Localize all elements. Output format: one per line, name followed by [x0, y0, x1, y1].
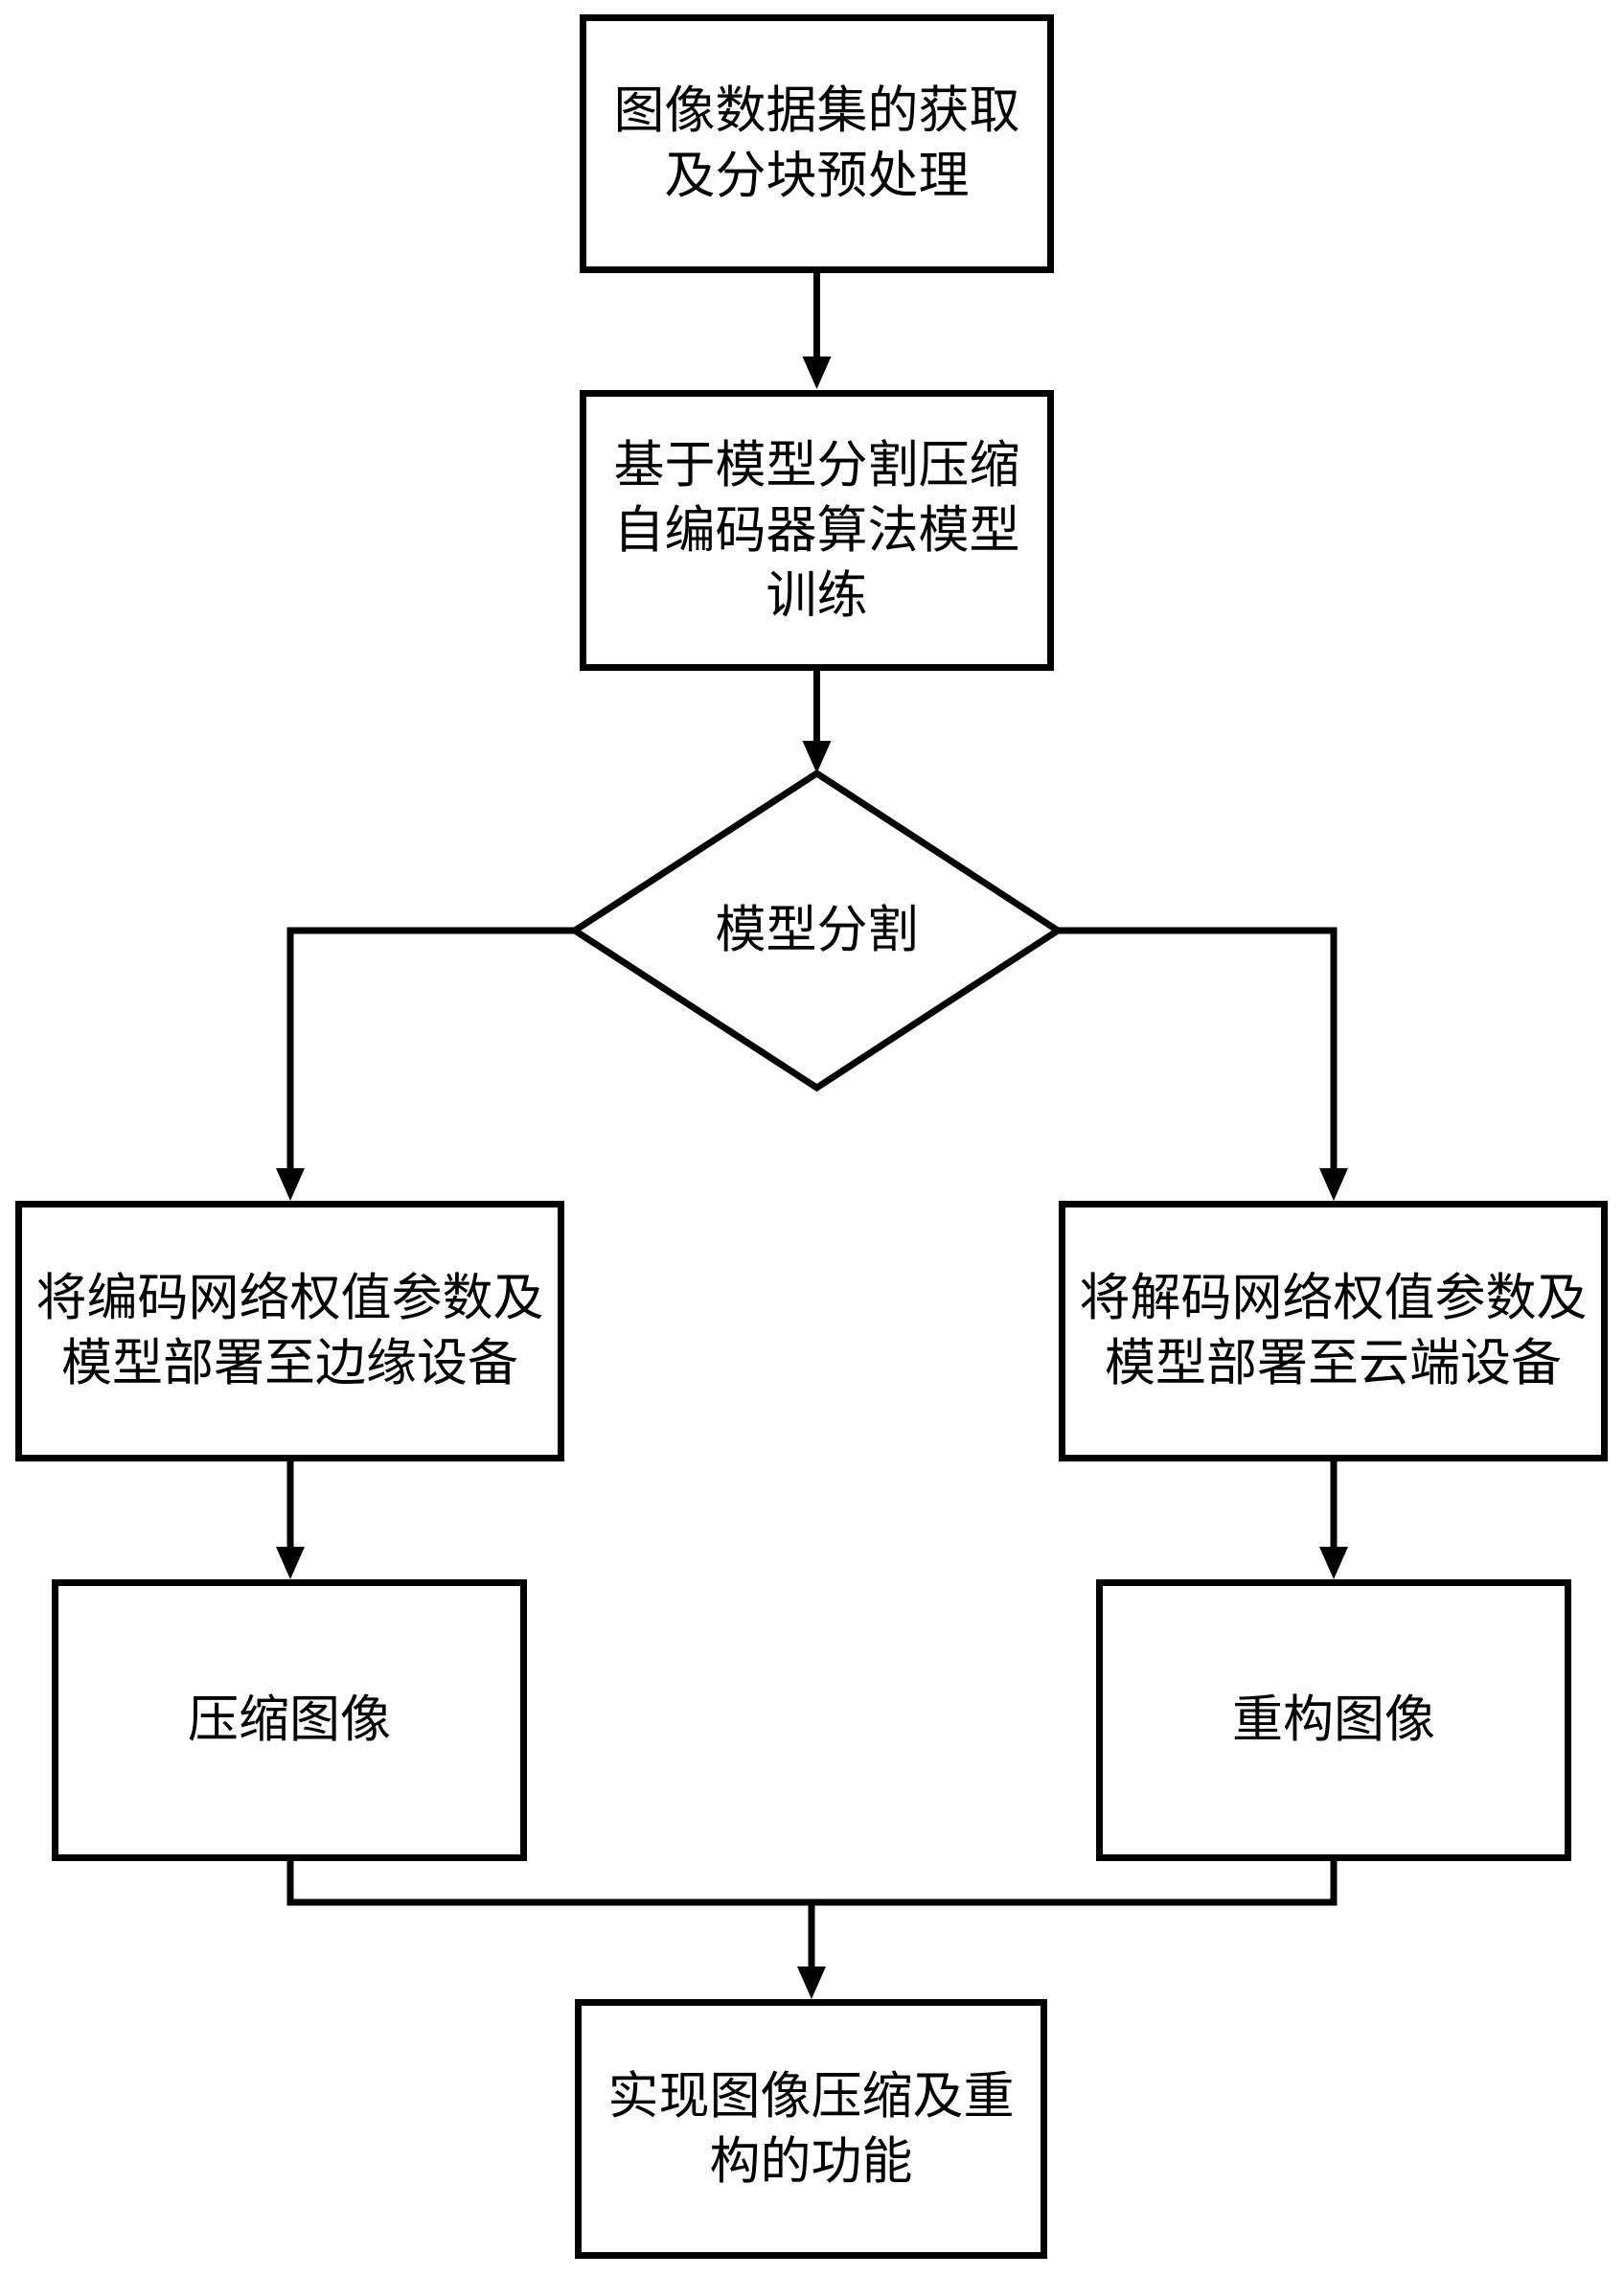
- node-text-line: 模型部署至云端设备: [1105, 1336, 1562, 1392]
- arrowhead-down-icon: [1319, 1168, 1348, 1201]
- flow-node-compress-image: 压缩图像: [52, 1579, 527, 1861]
- decision-diamond-shape: [568, 769, 1064, 1092]
- node-text-line: 自编码器算法模型: [613, 502, 1020, 559]
- arrow-split-to-deploy-cloud: [1058, 927, 1348, 1201]
- flow-node-model-split-label: 模型分割: [577, 898, 1057, 963]
- node-text-line: 训练: [766, 567, 868, 624]
- flow-node-result-function: 实现图像压缩及重 构的功能: [575, 1999, 1047, 2259]
- flow-node-model-training: 基于模型分割压缩 自编码器算法模型 训练: [580, 390, 1054, 671]
- node-text-line: 构的功能: [709, 2133, 913, 2190]
- arrowhead-down-icon: [276, 1168, 305, 1201]
- arrowhead-down-icon: [797, 1966, 826, 1999]
- arrow-split-to-deploy-edge: [276, 927, 575, 1201]
- node-text-line: 模型分割: [715, 903, 919, 958]
- node-text-line: 将解码网络权值参数及: [1079, 1271, 1588, 1326]
- node-text-line: 及分块预处理: [664, 149, 970, 204]
- node-text-line: 压缩图像: [188, 1692, 391, 1748]
- merge-connector: [286, 1859, 1338, 1906]
- arrow-train-to-split: [802, 669, 832, 773]
- arrow-deploy-edge-to-compress: [276, 1460, 305, 1579]
- node-text-line: 基于模型分割压缩: [613, 437, 1020, 494]
- node-text-line: 模型部署至边缘设备: [61, 1336, 518, 1392]
- node-text-line: 图像数据集的获取: [613, 83, 1020, 139]
- arrowhead-down-icon: [276, 1547, 305, 1579]
- arrow-acquire-to-train: [802, 271, 832, 389]
- node-text-line: 重构图像: [1232, 1692, 1435, 1748]
- arrowhead-down-icon: [802, 356, 832, 389]
- flow-node-deploy-edge: 将编码网络权值参数及 模型部署至边缘设备: [15, 1201, 564, 1461]
- arrow-merge-to-result: [797, 1899, 826, 1999]
- node-text-line: 将编码网络权值参数及: [35, 1271, 544, 1326]
- flow-node-acquire-preprocess: 图像数据集的获取 及分块预处理: [580, 14, 1054, 273]
- flow-node-deploy-cloud: 将解码网络权值参数及 模型部署至云端设备: [1059, 1201, 1608, 1461]
- node-text-line: 实现图像压缩及重: [607, 2068, 1015, 2125]
- flow-node-reconstruct-image: 重构图像: [1096, 1579, 1571, 1861]
- arrow-deploy-cloud-to-reconstruct: [1319, 1460, 1348, 1579]
- arrowhead-down-icon: [802, 741, 832, 773]
- arrowhead-down-icon: [1319, 1547, 1348, 1579]
